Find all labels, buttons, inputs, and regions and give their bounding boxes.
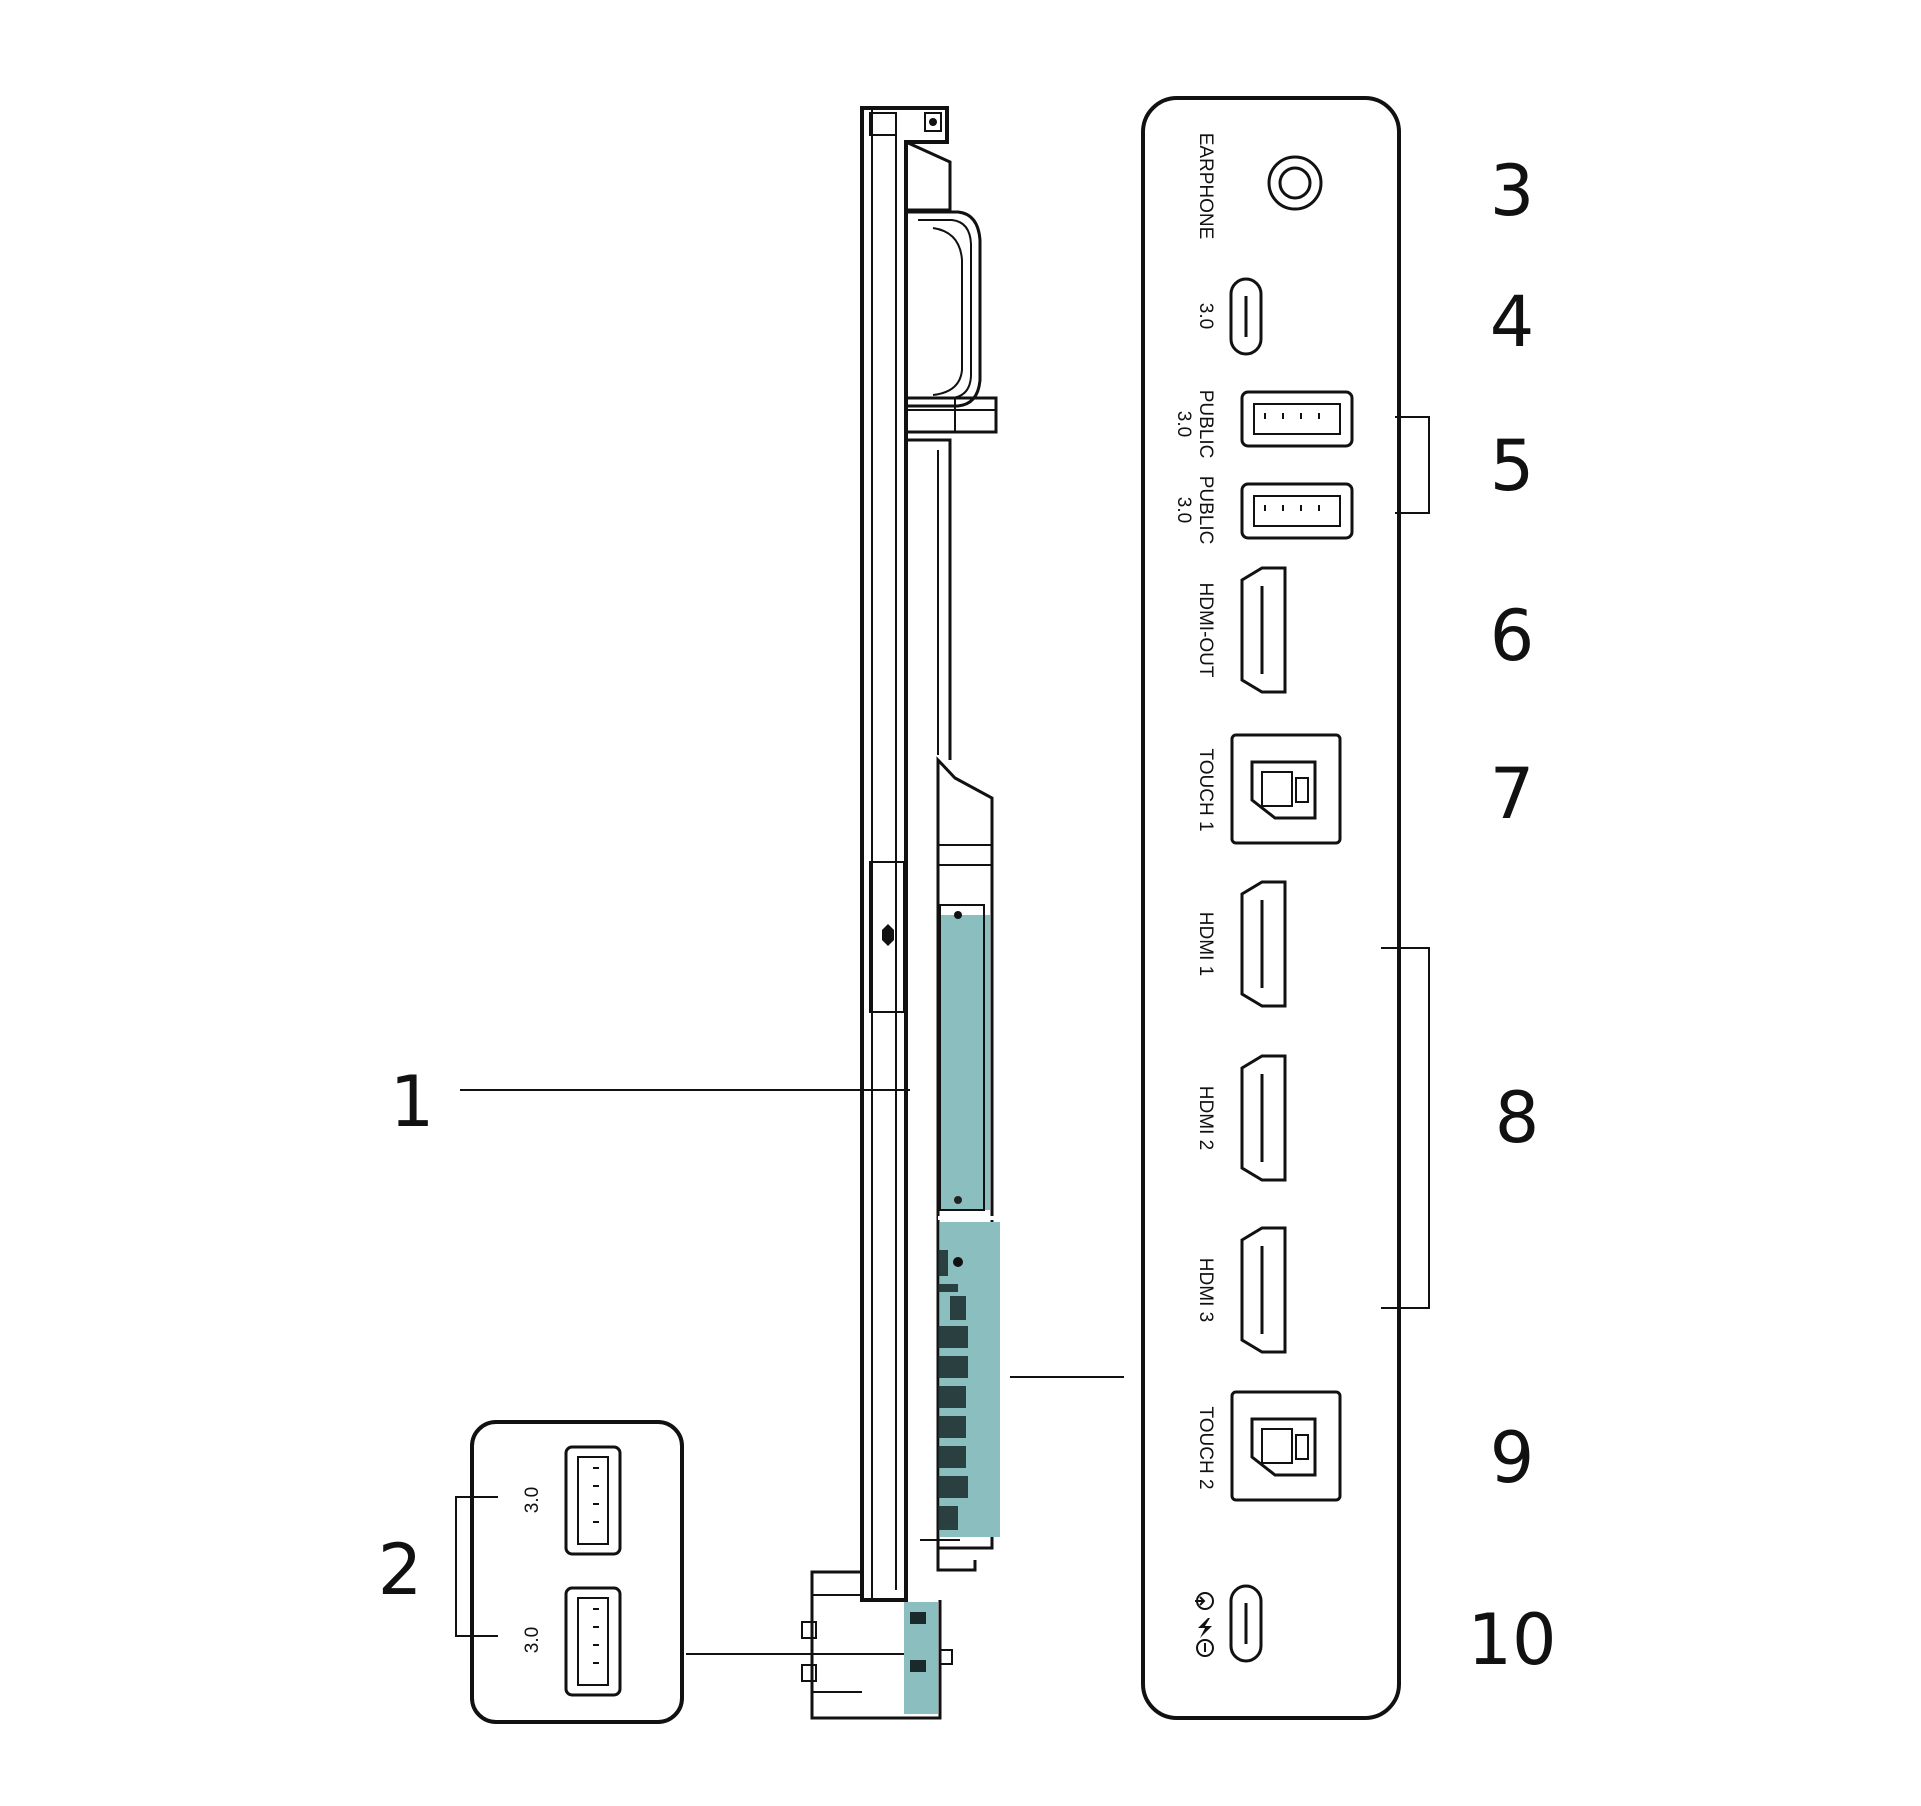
callout-3: 3 [1490,150,1535,232]
callout-leaders [460,1089,1124,1655]
callout-6: 6 [1490,595,1535,677]
earphone-jack-icon [1267,155,1323,211]
touch-2-usb-b-port-icon [1230,1390,1342,1502]
power-delivery-icon [1195,1592,1214,1657]
hdmi-3-port-icon [1240,1226,1287,1354]
callout-9: 9 [1490,1417,1535,1499]
hdmi-1-port-icon [1240,880,1287,1008]
side-usb-bottom-speed: 3.0 [522,1627,543,1653]
side-usb-top-speed: 3.0 [522,1487,543,1513]
public-usb-1-label: PUBLIC [1195,390,1216,459]
touch-1-usb-b-port-icon [1230,733,1342,845]
callout-10: 10 [1467,1599,1556,1681]
hdmi-2-port-icon [1240,1054,1287,1182]
touch-1-label: TOUCH 1 [1195,748,1216,831]
hdmi-out-label: HDMI-OUT [1195,583,1216,678]
usb-a-port-top [564,1445,622,1556]
hdmi-out-port-icon [1240,566,1287,694]
callout-7: 7 [1490,753,1535,835]
public-usb-port-2-icon [1240,482,1354,540]
public-usb-1-speed: 3.0 [1173,411,1194,437]
usb-c-pd-port-icon [1229,1584,1263,1663]
io-panel: EARPHONE 3.0 PUBLIC 3.0 PUBLIC 3.0 HDMI-… [1141,96,1401,1720]
callout-1: 1 [390,1061,435,1143]
hdmi-2-label: HDMI 2 [1195,1086,1216,1150]
touch-2-label: TOUCH 2 [1195,1406,1216,1489]
side-usb-panel: 3.0 3.0 [455,1420,684,1724]
public-usb-port-1-icon [1240,390,1354,448]
usb-c-speed-label: 3.0 [1195,303,1216,329]
callout-4: 4 [1490,281,1535,363]
callout-8: 8 [1495,1077,1540,1159]
usb-a-port-bottom [564,1586,622,1697]
hdmi-3-label: HDMI 3 [1195,1258,1216,1322]
callout-numbers: 1 2 3 4 5 6 7 8 9 10 [378,150,1557,1681]
group-brackets [1381,416,1430,1309]
hdmi-1-label: HDMI 1 [1195,912,1216,976]
callout-5: 5 [1490,425,1535,507]
callout-2: 2 [378,1529,423,1611]
public-usb-2-speed: 3.0 [1173,497,1194,523]
earphone-label: EARPHONE [1195,133,1216,240]
display-side-profile [801,106,1000,1720]
usb-c-port-icon [1229,277,1263,356]
public-usb-2-label: PUBLIC [1195,476,1216,545]
module-1-highlight [940,915,990,1210]
